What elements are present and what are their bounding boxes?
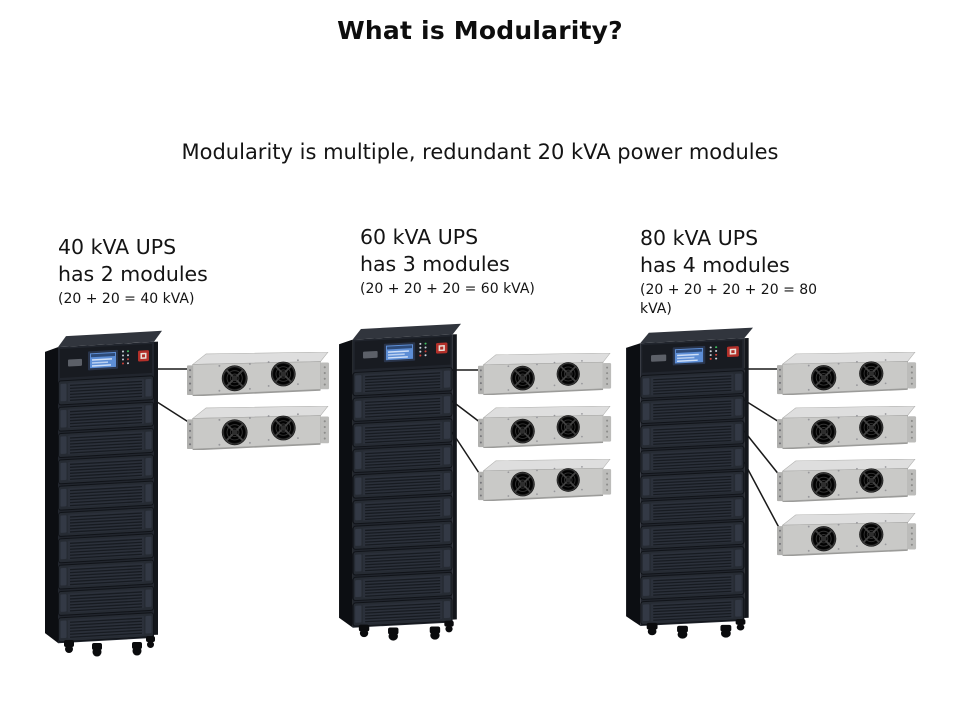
connector-line (743, 461, 781, 530)
connector-line (451, 400, 482, 424)
connector-line (451, 431, 482, 477)
connector-line (153, 399, 191, 424)
page-title: What is Modularity? (337, 16, 623, 45)
connector-line (743, 399, 781, 424)
slide-subtitle: Modularity is multiple, redundant 20 kVA… (181, 140, 779, 164)
connector-line (743, 430, 781, 477)
